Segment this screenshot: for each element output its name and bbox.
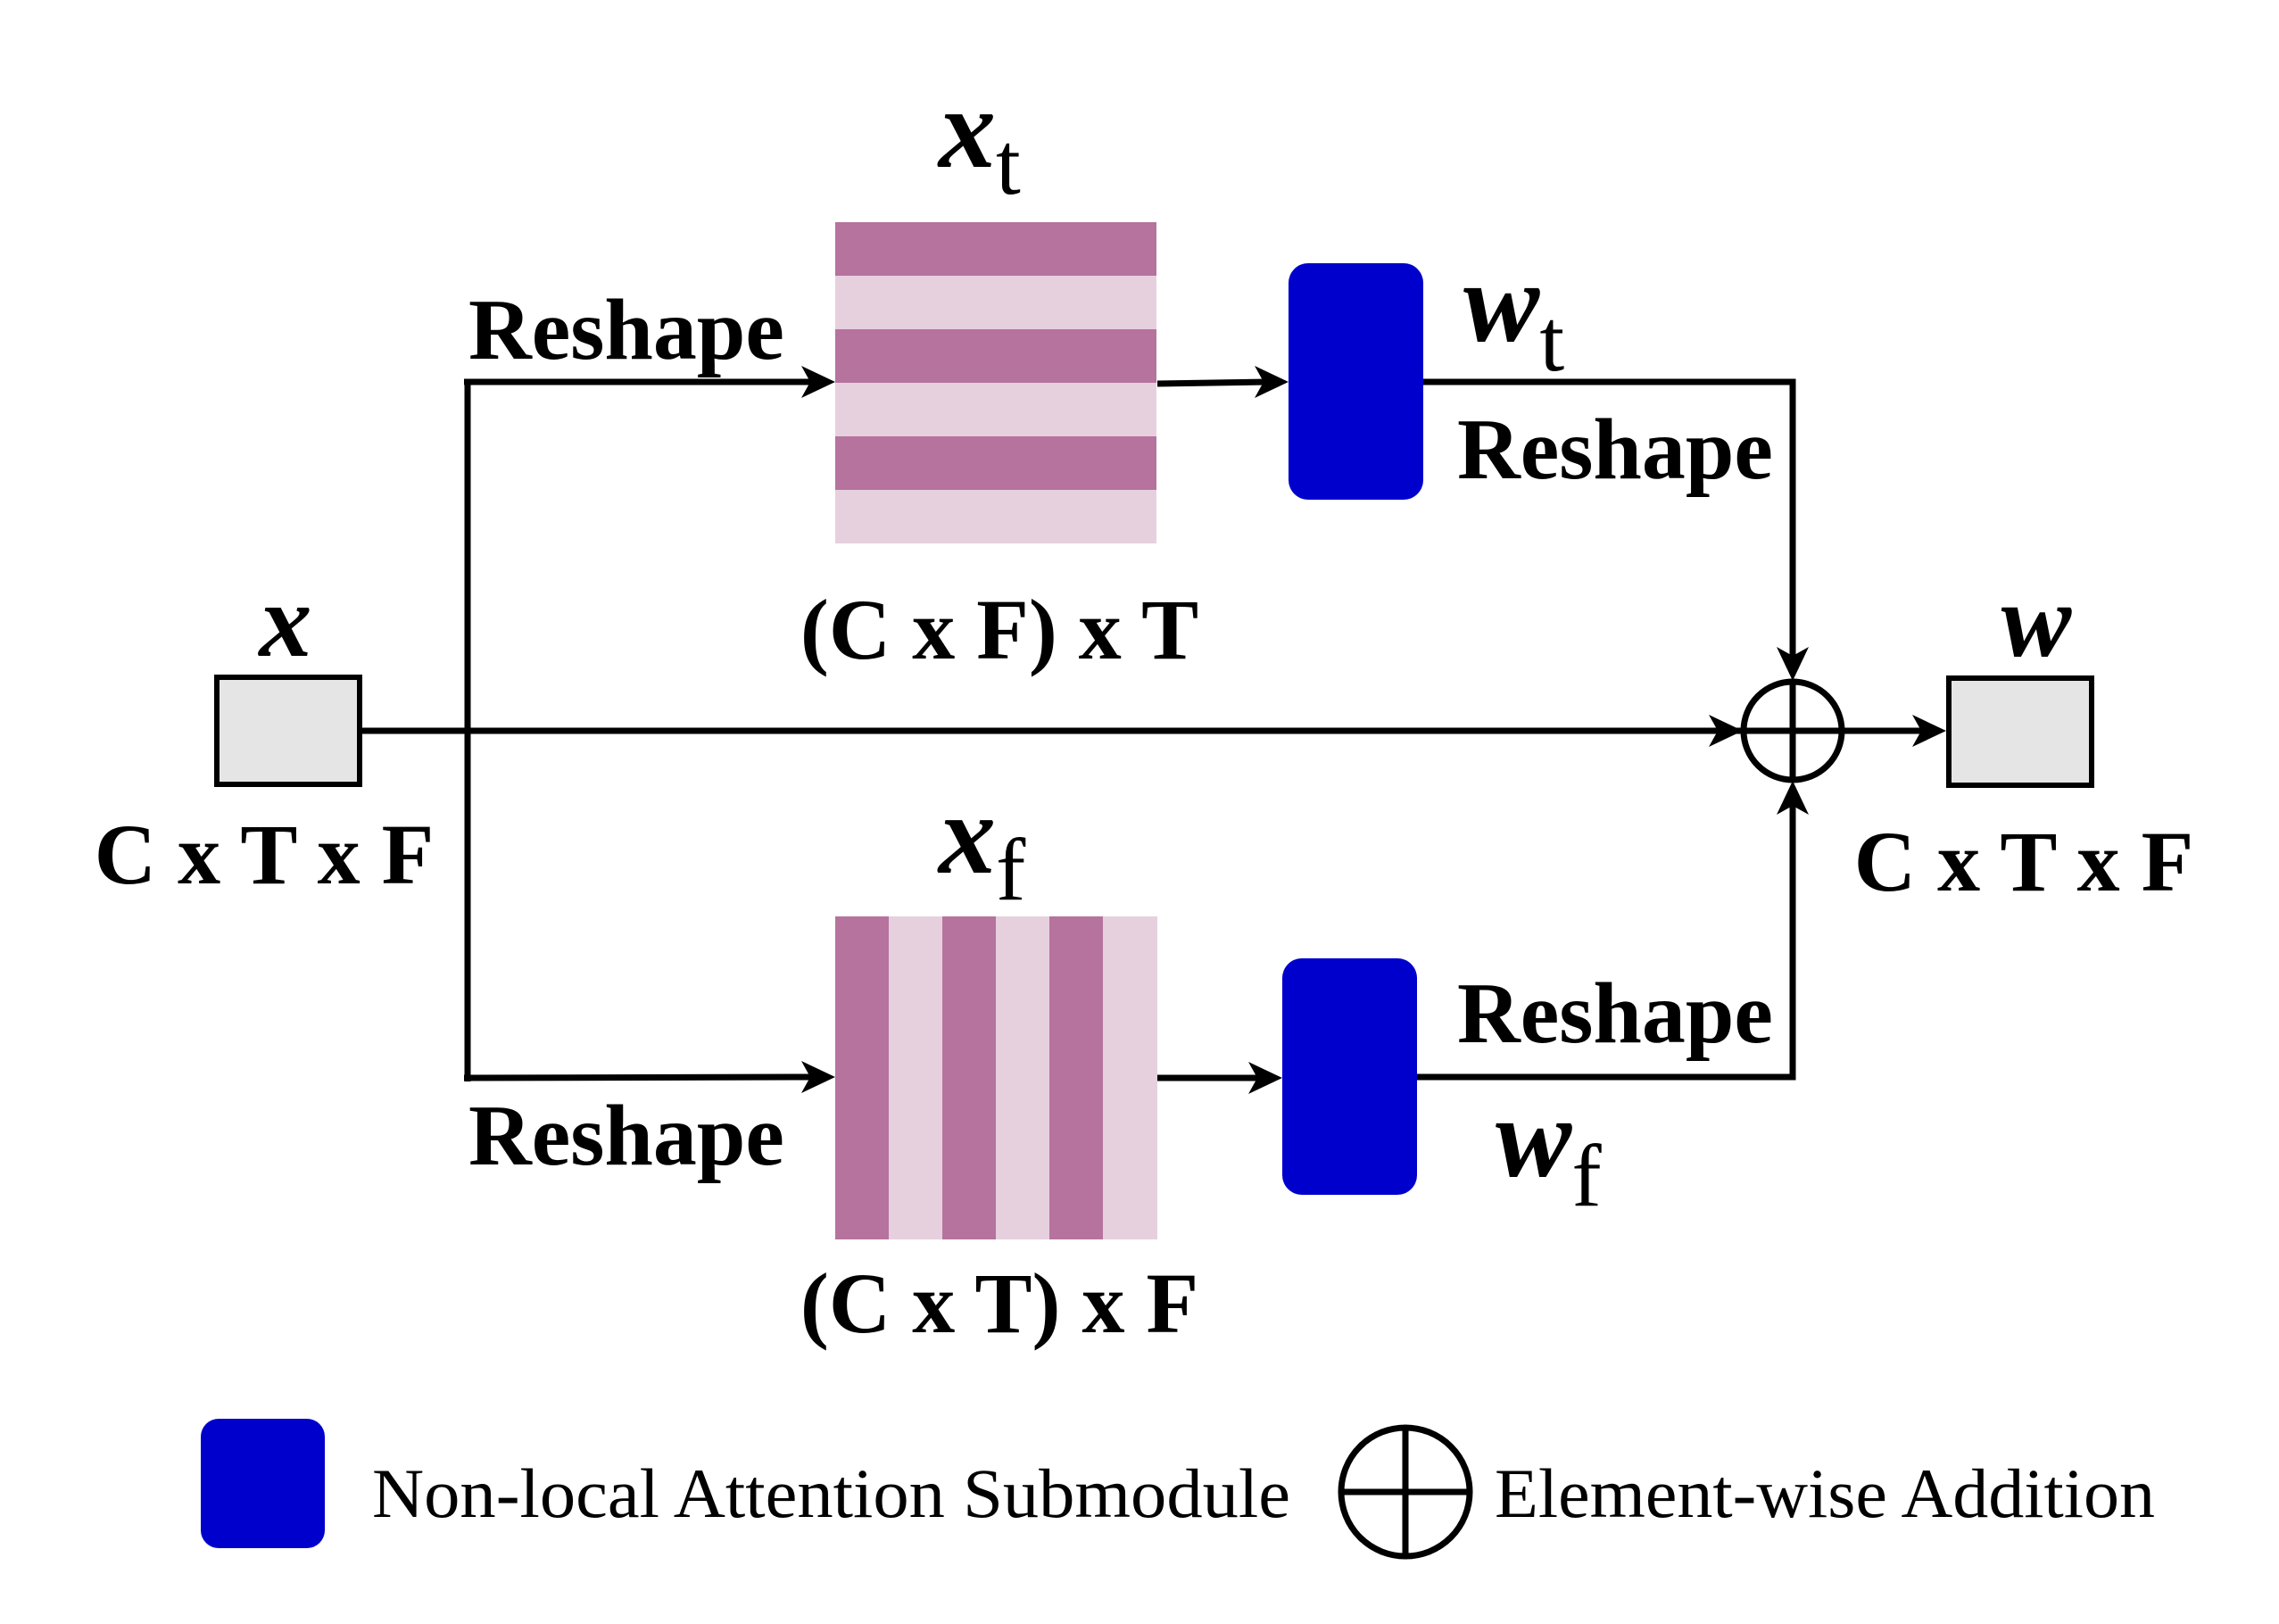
xf-tensor (835, 916, 1157, 1239)
wt-to-addition (1423, 378, 1796, 660)
wf-label: wf (1496, 1074, 1602, 1225)
arrowhead-top-xt (801, 366, 835, 398)
arrowhead-skip (1709, 715, 1743, 747)
legend-attention-label: Non-local Attention Submodule (372, 1454, 1290, 1532)
input-node: x C x T x F (95, 562, 435, 902)
output-symbol: w (2001, 562, 2073, 679)
wt-label: wt (1463, 239, 1564, 390)
xt-stripe (835, 383, 1156, 436)
connections (361, 378, 1926, 1081)
legend-addition-icon (1338, 1424, 1473, 1560)
element-wise-addition (1740, 678, 1845, 783)
input-shape-label: C x T x F (95, 807, 435, 902)
xt-stripe (835, 436, 1156, 490)
xt-subscript: t (996, 114, 1021, 213)
xt-shape-label: (C x F) x T (800, 582, 1198, 677)
wt-symbol: w (1463, 239, 1540, 366)
xf-stripe (942, 916, 996, 1239)
top-reshape-out-label: Reshape (1457, 402, 1773, 498)
xf-stripe (996, 916, 1049, 1239)
xt-to-attention (1156, 378, 1268, 387)
attention-block-top (1289, 263, 1423, 500)
xf-stripe (1103, 916, 1157, 1239)
arrowhead-output (1912, 715, 1946, 747)
xf-symbol: x (937, 771, 996, 898)
bottom-branch-to-xf (463, 1073, 815, 1081)
legend-addition-label: Element-wise Addition (1495, 1454, 2155, 1532)
xf-stripe (835, 916, 889, 1239)
xt-stripe (835, 276, 1156, 329)
legend-attention-icon (201, 1419, 325, 1548)
input-symbol: x (258, 562, 312, 679)
output-shape-label: C x T x F (1854, 814, 2194, 909)
arrowhead-wt-down (1777, 647, 1809, 681)
xt-tensor (835, 222, 1156, 543)
arrowhead-bottom-attention (1248, 1062, 1282, 1094)
xt-stripe (835, 222, 1156, 276)
top-reshape-in-label: Reshape (468, 282, 784, 378)
legend: Non-local Attention Submodule Element-wi… (201, 1419, 2155, 1560)
xf-shape-label: (C x T) x F (800, 1255, 1198, 1351)
xf-label: xf (937, 771, 1026, 919)
arrowhead-bottom-xf (801, 1061, 835, 1093)
arrowhead-top-attention (1255, 366, 1289, 398)
xt-label: xt (937, 65, 1021, 213)
top-branch: Reshape xt (C x F) x T wt Reshape (468, 65, 1773, 677)
xt-stripe (835, 490, 1156, 543)
arrowhead-wf-up (1777, 781, 1809, 815)
input-box (214, 675, 362, 787)
wf-subscript: f (1571, 1126, 1602, 1225)
bottom-reshape-out-label: Reshape (1457, 965, 1773, 1062)
output-node: w C x T x F (1854, 562, 2194, 909)
bottom-branch: xf Reshape (C x T) x F Reshape wf (468, 771, 1773, 1351)
attention-block-bottom (1282, 958, 1417, 1195)
arrowheads (801, 366, 1946, 1094)
wf-symbol: w (1496, 1074, 1572, 1201)
xt-symbol: x (937, 65, 996, 192)
wt-subscript: t (1539, 291, 1564, 390)
xf-subscript: f (996, 820, 1026, 919)
output-box (1946, 675, 2094, 788)
xt-stripe (835, 329, 1156, 383)
xf-stripe (1049, 916, 1103, 1239)
xf-stripe (889, 916, 942, 1239)
bottom-reshape-in-label: Reshape (468, 1088, 784, 1184)
wf-to-addition (1417, 801, 1796, 1081)
